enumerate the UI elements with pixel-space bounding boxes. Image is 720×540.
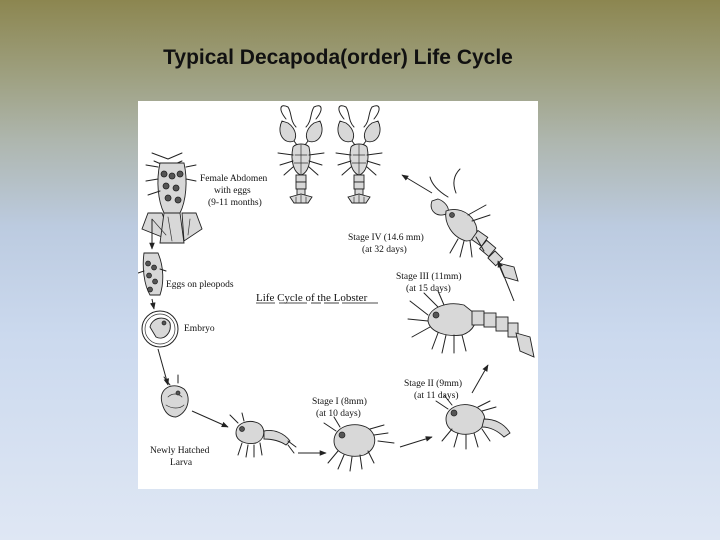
label-stage4-2: (at 32 days) [362,244,407,255]
female-abdomen-drawing [141,152,203,244]
arrow-eggs-to-embryo [150,298,156,310]
stage-2-larva-drawing [435,394,511,450]
adult-lobster-male-drawing [277,105,325,204]
label-female-abdomen-2: with eggs [214,186,251,196]
stage-1-larva-labelled-drawing [323,416,395,472]
label-female-abdomen-3: (9-11 months) [208,197,262,208]
label-hatched-2: Larva [170,458,193,468]
arrow-embryo-to-larva [157,348,170,386]
life-cycle-figure: Female Abdomen with eggs (9-11 months) E… [138,101,538,489]
arrow-larva-to-stage1a [191,410,229,428]
newly-hatched-larva-drawing [160,374,189,418]
eggs-on-pleopods-drawing [138,252,167,296]
label-hatched-1: Newly Hatched [150,446,210,456]
label-stage3-2: (at 15 days) [406,283,451,294]
label-stage2-1: Stage II (9mm) [404,378,462,389]
arrow-stage2-to-stage3 [471,364,489,394]
arrow-stage1-to-stage2 [399,436,433,448]
stage-3-postlarva-drawing [407,290,535,358]
arrow-stage3-to-stage4 [497,260,515,302]
label-eggs: Eggs on pleopods [166,280,234,290]
arrow-stage4-to-adult [401,174,433,194]
stage-1-larva-drawing [229,412,297,458]
diagram-center-title: Life Cycle of the Lobster [256,292,368,304]
label-embryo: Embryo [184,324,215,334]
slide-title: Typical Decapoda(order) Life Cycle [163,46,513,69]
label-stage1-1: Stage I (8mm) [312,396,367,407]
label-stage3-1: Stage III (11mm) [396,271,462,282]
label-stage1-2: (at 10 days) [316,408,361,419]
life-cycle-diagram: Female Abdomen with eggs (9-11 months) E… [138,105,535,472]
embryo-drawing [141,310,179,348]
adult-lobster-female-drawing [335,105,383,204]
label-stage2-2: (at 11 days) [414,390,459,401]
stage-4-juvenile-drawing [429,168,519,282]
label-female-abdomen-1: Female Abdomen [200,174,268,184]
label-stage4-1: Stage IV (14.6 mm) [348,232,424,243]
